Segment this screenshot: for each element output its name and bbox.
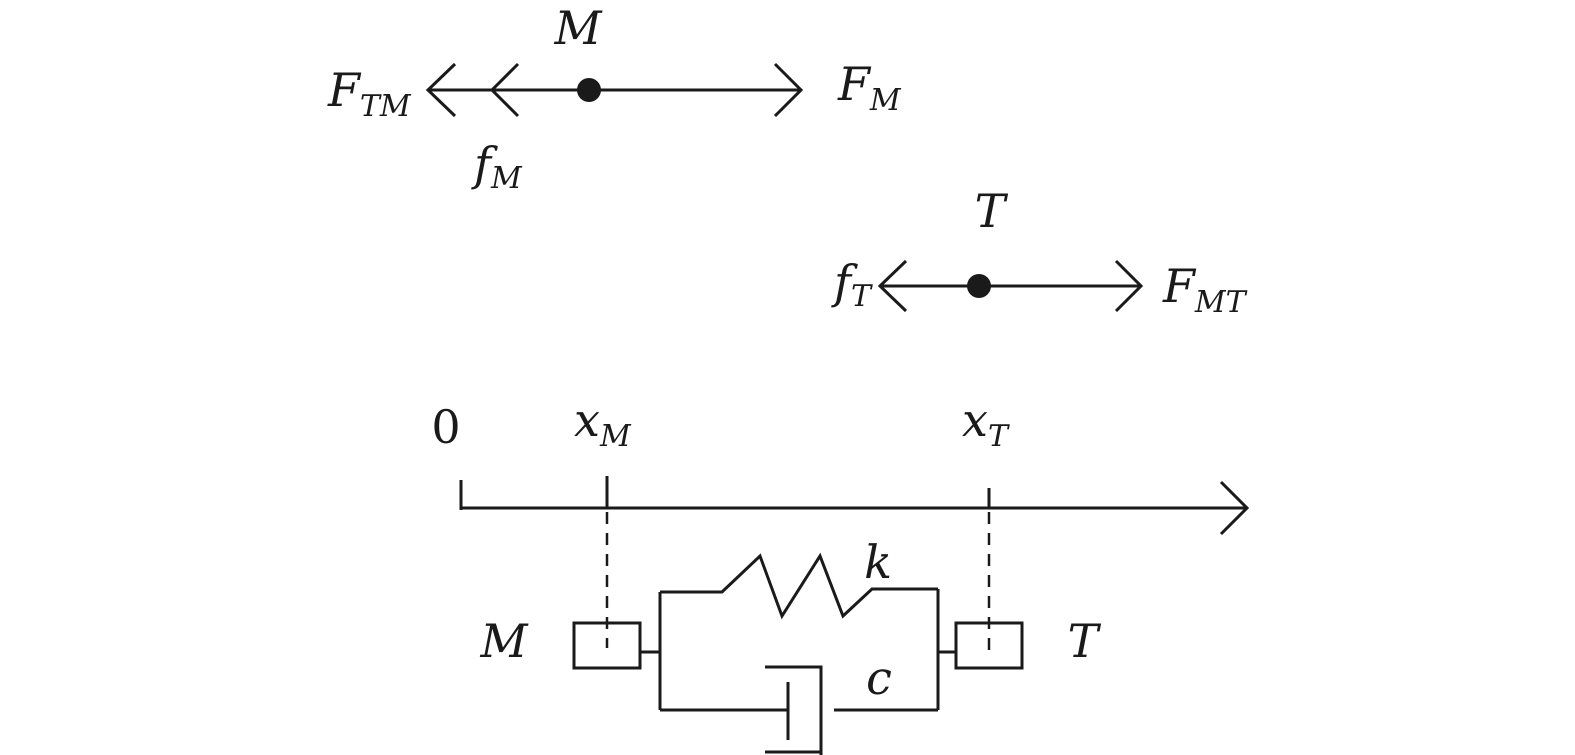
fbd-m-arrow-right <box>773 62 804 118</box>
mass-block-m <box>572 621 642 670</box>
mass-block-t <box>954 621 1024 670</box>
spring-damper-system: M T k c <box>479 512 1102 755</box>
axis-label-x-m: xM <box>574 393 632 454</box>
axis-label-x-t: xT <box>962 393 1010 454</box>
spring-label: k <box>864 535 892 589</box>
label-force-m: FM <box>837 57 902 118</box>
fbd-m-arrow-left-fm <box>489 62 520 118</box>
fbd-t-arrow-right <box>1114 259 1144 313</box>
axis-arrowhead <box>1219 480 1250 536</box>
label-f-t-friction: fT <box>831 255 873 314</box>
label-f-m-friction: fM <box>471 137 523 196</box>
axis-origin-label: 0 <box>431 400 460 454</box>
damper-label: c <box>866 651 892 705</box>
label-f-tm: FTM <box>327 63 412 124</box>
label-f-mt: FMT <box>1162 259 1248 320</box>
fbd-t-arrow-left <box>877 259 908 313</box>
spring <box>660 552 938 620</box>
mass-t-label: T <box>1068 614 1102 668</box>
position-axis: 0 xM xT <box>431 393 1250 536</box>
fbd-mass-m: M FTM fM FM <box>327 1 902 196</box>
mass-m-label: M <box>479 614 529 668</box>
fbd-m-arrow-left-ftm <box>425 62 457 118</box>
fbd-m-mass-label: M <box>553 1 603 55</box>
fbd-mass-t: T fT FMT <box>831 184 1248 320</box>
damper-cylinder <box>765 665 823 755</box>
fbd-m-point <box>577 78 601 102</box>
fbd-t-point <box>967 274 991 298</box>
fbd-t-mass-label: T <box>975 184 1009 238</box>
